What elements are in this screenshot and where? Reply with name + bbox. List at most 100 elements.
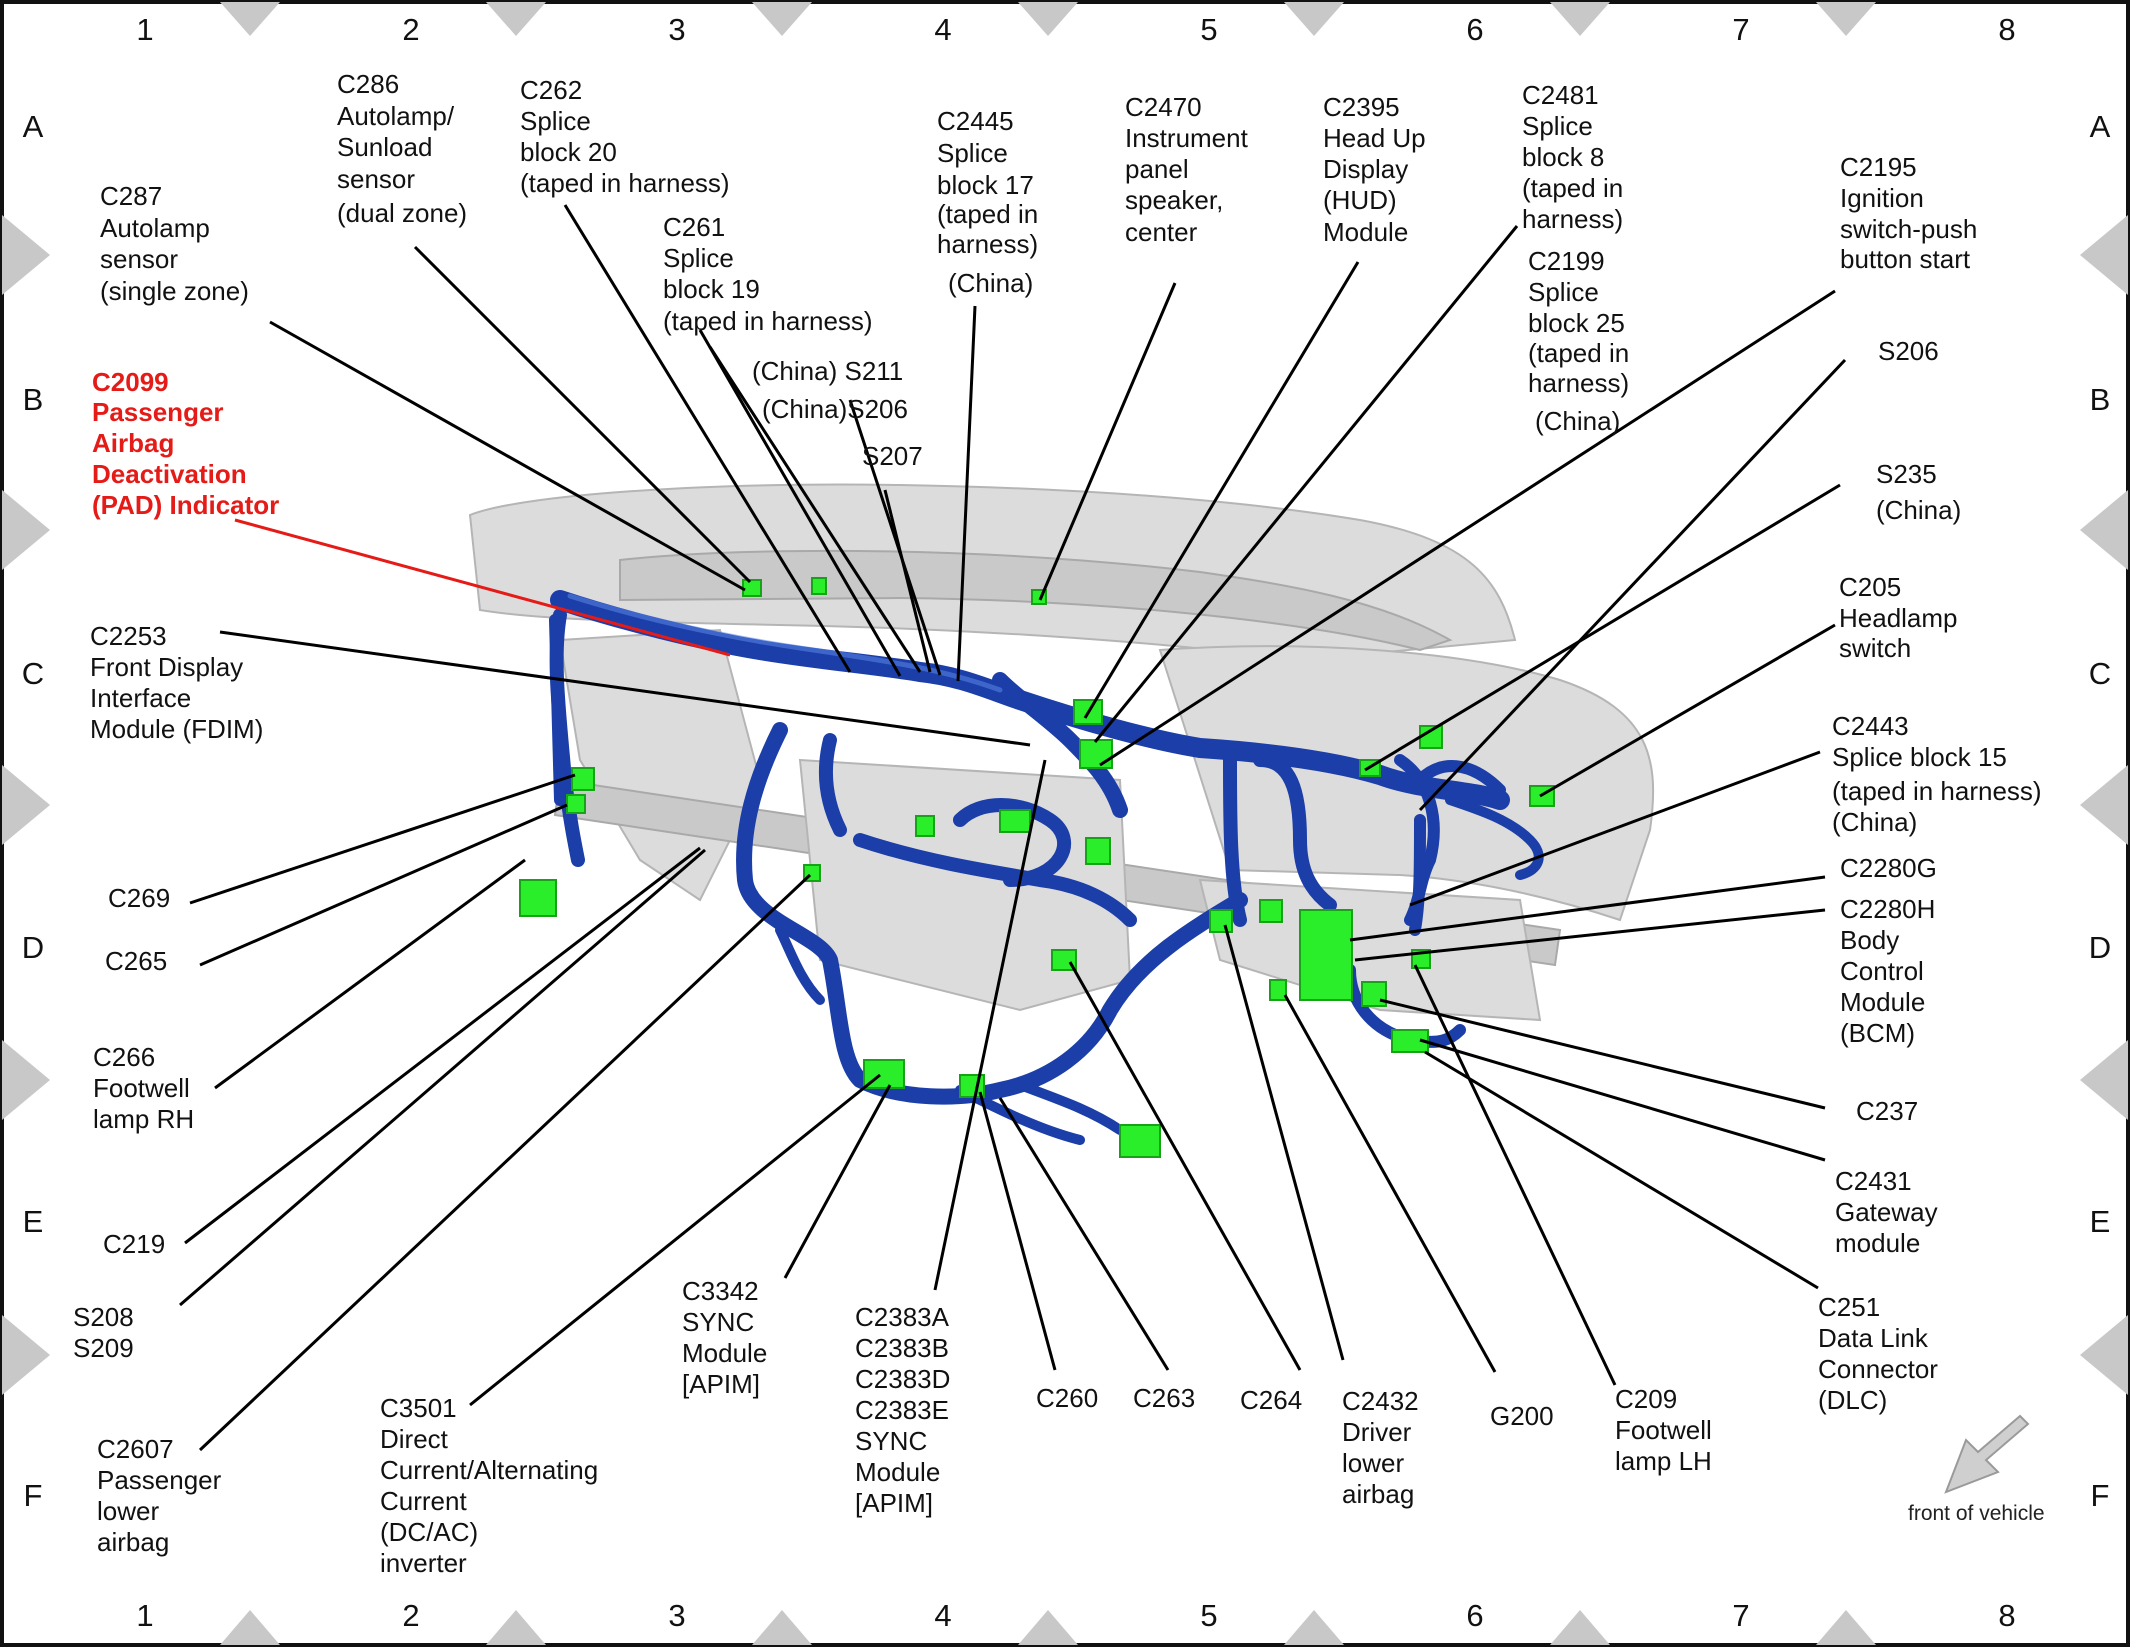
label-c2481: C2481 Splice block 8 (taped in harness) bbox=[1522, 80, 1630, 234]
grid-col-4-bottom: 4 bbox=[934, 1598, 951, 1633]
grid-row-d-left: D bbox=[22, 930, 44, 965]
leader-c263 bbox=[998, 1097, 1170, 1371]
grid-col-3-top: 3 bbox=[668, 12, 685, 47]
callout-labels: C287 Autolamp sensor (single zone) C286 … bbox=[73, 69, 2049, 1578]
label-c2199: C2199 Splice block 25 (taped in harness)… bbox=[1528, 246, 1636, 436]
grid-col-4-top: 4 bbox=[934, 12, 951, 47]
grid-row-d-right: D bbox=[2089, 930, 2111, 965]
label-c266: C266 Footwell lamp RH bbox=[93, 1042, 197, 1134]
label-c2470: C2470 Instrument panel speaker, center bbox=[1125, 92, 1255, 247]
label-c2253: C2253 Front Display Interface Module (FD… bbox=[90, 621, 263, 744]
leader-c2481 bbox=[1093, 225, 1519, 743]
leader-s211 bbox=[708, 346, 922, 673]
harness-right-vertical bbox=[1409, 814, 1426, 936]
label-c3342: C3342 SYNC Module [APIM] bbox=[682, 1276, 775, 1399]
label-s206: S206 bbox=[1878, 336, 1939, 366]
front-of-vehicle-arrow-icon bbox=[1944, 1414, 2030, 1494]
connector-c266 bbox=[519, 879, 557, 917]
leader-s206 bbox=[1418, 358, 1847, 812]
grid-col-7-bottom: 7 bbox=[1732, 1598, 1749, 1633]
leader-c266 bbox=[214, 858, 526, 1090]
leader-c2607 bbox=[198, 873, 812, 1452]
label-s208-s209: S208 S209 bbox=[73, 1302, 141, 1363]
leader-c205 bbox=[1539, 623, 1836, 798]
label-c209: C209 Footwell lamp LH bbox=[1615, 1384, 1719, 1476]
label-c262: C262 Splice block 20 (taped in harness) bbox=[520, 75, 730, 198]
label-c2280h: C2280H Body Control Module (BCM) bbox=[1840, 894, 1943, 1048]
connector-bcm bbox=[1299, 909, 1353, 1001]
leader-c3501 bbox=[469, 1073, 881, 1407]
leader-c219 bbox=[184, 846, 701, 1245]
connector-c2253 bbox=[1079, 739, 1113, 769]
label-c2383: C2383A C2383B C2383D C2383E SYNC Module … bbox=[855, 1302, 958, 1518]
leader-c2395 bbox=[1083, 261, 1360, 719]
grid-col-8-top: 8 bbox=[1998, 12, 2015, 47]
connector-c2383-group bbox=[1085, 837, 1111, 865]
leader-c260 bbox=[978, 1091, 1057, 1371]
harness-right-loop bbox=[1223, 753, 1337, 927]
connector-c2481 bbox=[1073, 699, 1103, 725]
grid-column-labels-bottom: 1 2 3 4 5 6 7 8 bbox=[136, 1598, 2015, 1633]
grid-row-b-left: B bbox=[23, 382, 44, 417]
connector-c262 bbox=[811, 577, 827, 595]
leader-c2099 bbox=[234, 518, 731, 657]
grid-row-e-right: E bbox=[2090, 1204, 2111, 1239]
leader-c2470 bbox=[1038, 282, 1177, 601]
label-c205: C205 Headlamp switch bbox=[1839, 572, 1965, 663]
label-c261: C261 Splice block 19 (taped in harness) bbox=[663, 212, 873, 336]
grid-col-6-bottom: 6 bbox=[1466, 1598, 1483, 1633]
harness-upper-center bbox=[992, 672, 1128, 818]
label-c2445: C2445 Splice block 17 (taped in harness)… bbox=[937, 106, 1045, 298]
grid-col-5-top: 5 bbox=[1200, 12, 1217, 47]
label-c2195: C2195 Ignition switch-push button start bbox=[1840, 152, 1985, 274]
leader-lines bbox=[179, 204, 1847, 1452]
leader-c287 bbox=[269, 320, 746, 592]
connector-c287 bbox=[742, 579, 762, 597]
label-g200: G200 bbox=[1490, 1401, 1554, 1431]
label-c263: C263 bbox=[1133, 1383, 1195, 1413]
label-c286: C286 Autolamp/ Sunload sensor (dual zone… bbox=[337, 69, 467, 228]
label-c287: C287 Autolamp sensor (single zone) bbox=[100, 181, 249, 306]
grid-col-6-top: 6 bbox=[1466, 12, 1483, 47]
label-c269: C269 bbox=[108, 883, 170, 913]
label-c265: C265 bbox=[105, 946, 167, 976]
grid-col-2-bottom: 2 bbox=[402, 1598, 419, 1633]
harness-highlight bbox=[567, 593, 1003, 693]
leader-c251 bbox=[1424, 1050, 1819, 1290]
leader-s206-china bbox=[848, 399, 942, 676]
grid-row-c-left: C bbox=[22, 656, 44, 691]
leader-c209 bbox=[1413, 964, 1617, 1386]
leader-c286 bbox=[413, 245, 752, 584]
leader-c2195 bbox=[1099, 289, 1836, 767]
grid-column-labels-top: 1 2 3 4 5 6 7 8 bbox=[136, 12, 2015, 47]
leader-c262 bbox=[563, 204, 852, 673]
leader-c2443 bbox=[1409, 750, 1821, 907]
leader-s208 bbox=[179, 848, 706, 1307]
connector-c2432 bbox=[1209, 909, 1233, 933]
label-c2099: C2099 Passenger Airbag Deactivation (PAD… bbox=[92, 367, 279, 520]
leader-c2445 bbox=[956, 305, 977, 682]
grid-col-8-bottom: 8 bbox=[1998, 1598, 2015, 1633]
label-c2280g: C2280G bbox=[1840, 853, 1937, 883]
label-c2443: C2443 Splice block 15 (taped in harness)… bbox=[1832, 711, 2049, 837]
harness-lower-left-bundle bbox=[775, 925, 825, 1005]
connector-g200 bbox=[1269, 979, 1287, 1001]
harness-center-branch bbox=[953, 798, 1072, 887]
grid-col-1-top: 1 bbox=[136, 12, 153, 47]
label-c237: C237 bbox=[1856, 1096, 1918, 1126]
leader-c264 bbox=[1068, 961, 1302, 1371]
leader-c237 bbox=[1379, 998, 1826, 1110]
grid-col-1-bottom: 1 bbox=[136, 1598, 153, 1633]
leader-g200 bbox=[1283, 994, 1497, 1373]
label-c2395: C2395 Head Up Display (HUD) Module bbox=[1323, 92, 1433, 247]
grid-col-2-top: 2 bbox=[402, 12, 419, 47]
leader-c2383 bbox=[933, 759, 1047, 1291]
connector-c237 bbox=[1361, 981, 1387, 1007]
grid-row-b-right: B bbox=[2090, 382, 2111, 417]
leader-s207 bbox=[883, 489, 932, 673]
label-c219: C219 bbox=[103, 1229, 165, 1259]
leader-c261 bbox=[698, 329, 902, 677]
connector-c265 bbox=[566, 794, 586, 814]
